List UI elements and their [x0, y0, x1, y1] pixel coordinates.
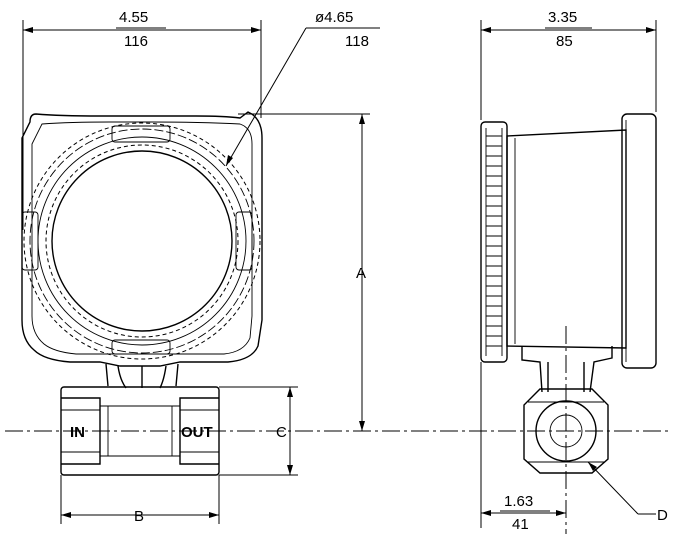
diameter-leader: [225, 27, 380, 167]
gauge-housing-inner: [31, 121, 253, 355]
gauge-housing: [21, 111, 263, 367]
height-dimension-a: [238, 113, 370, 431]
outlet-label: OUT: [181, 424, 213, 441]
offset-inches: 1.63: [504, 493, 533, 510]
side-stem: [521, 346, 613, 393]
dial-window: [51, 150, 233, 332]
diameter-inches: ø4.65: [315, 9, 353, 26]
depth-mm: 85: [556, 33, 573, 50]
d-leader: [587, 461, 656, 515]
width-dimension-b: [60, 475, 220, 524]
dim-d-label: D: [657, 507, 668, 524]
inlet-label: IN: [70, 424, 85, 441]
front-view: IN OUT 4.55 116 ø4.65 118 A: [5, 9, 670, 525]
offset-dimension: [480, 362, 566, 528]
bezel-ring: [37, 136, 247, 346]
bezel-lug-top: [111, 125, 171, 143]
height-dimension-c: [219, 386, 298, 476]
dim-b-label: B: [134, 508, 144, 525]
dim-a-label: A: [356, 265, 366, 282]
width-mm: 116: [124, 33, 148, 50]
width-inches: 4.55: [119, 9, 148, 26]
side-view: 3.35 85 1.63 41 D: [480, 9, 668, 534]
side-case: [506, 129, 627, 349]
depth-dimension: [480, 20, 657, 120]
pipe-fitting: [60, 386, 220, 476]
depth-inches: 3.35: [548, 9, 577, 26]
bezel-lug-bottom: [111, 339, 171, 355]
bezel-lug-left: [21, 211, 39, 271]
diameter-mm: 118: [345, 33, 369, 50]
width-dimension: [22, 20, 262, 230]
bezel-scallops: [29, 128, 255, 354]
side-bezel: [480, 121, 508, 363]
gauge-neck: [105, 363, 179, 389]
bezel-outer: [23, 122, 261, 360]
side-back-flange: [621, 113, 657, 369]
dial-window-dashed: [45, 144, 239, 338]
dim-c-label: C: [276, 424, 287, 441]
bezel-lug-right: [235, 211, 253, 271]
offset-mm: 41: [512, 516, 529, 533]
